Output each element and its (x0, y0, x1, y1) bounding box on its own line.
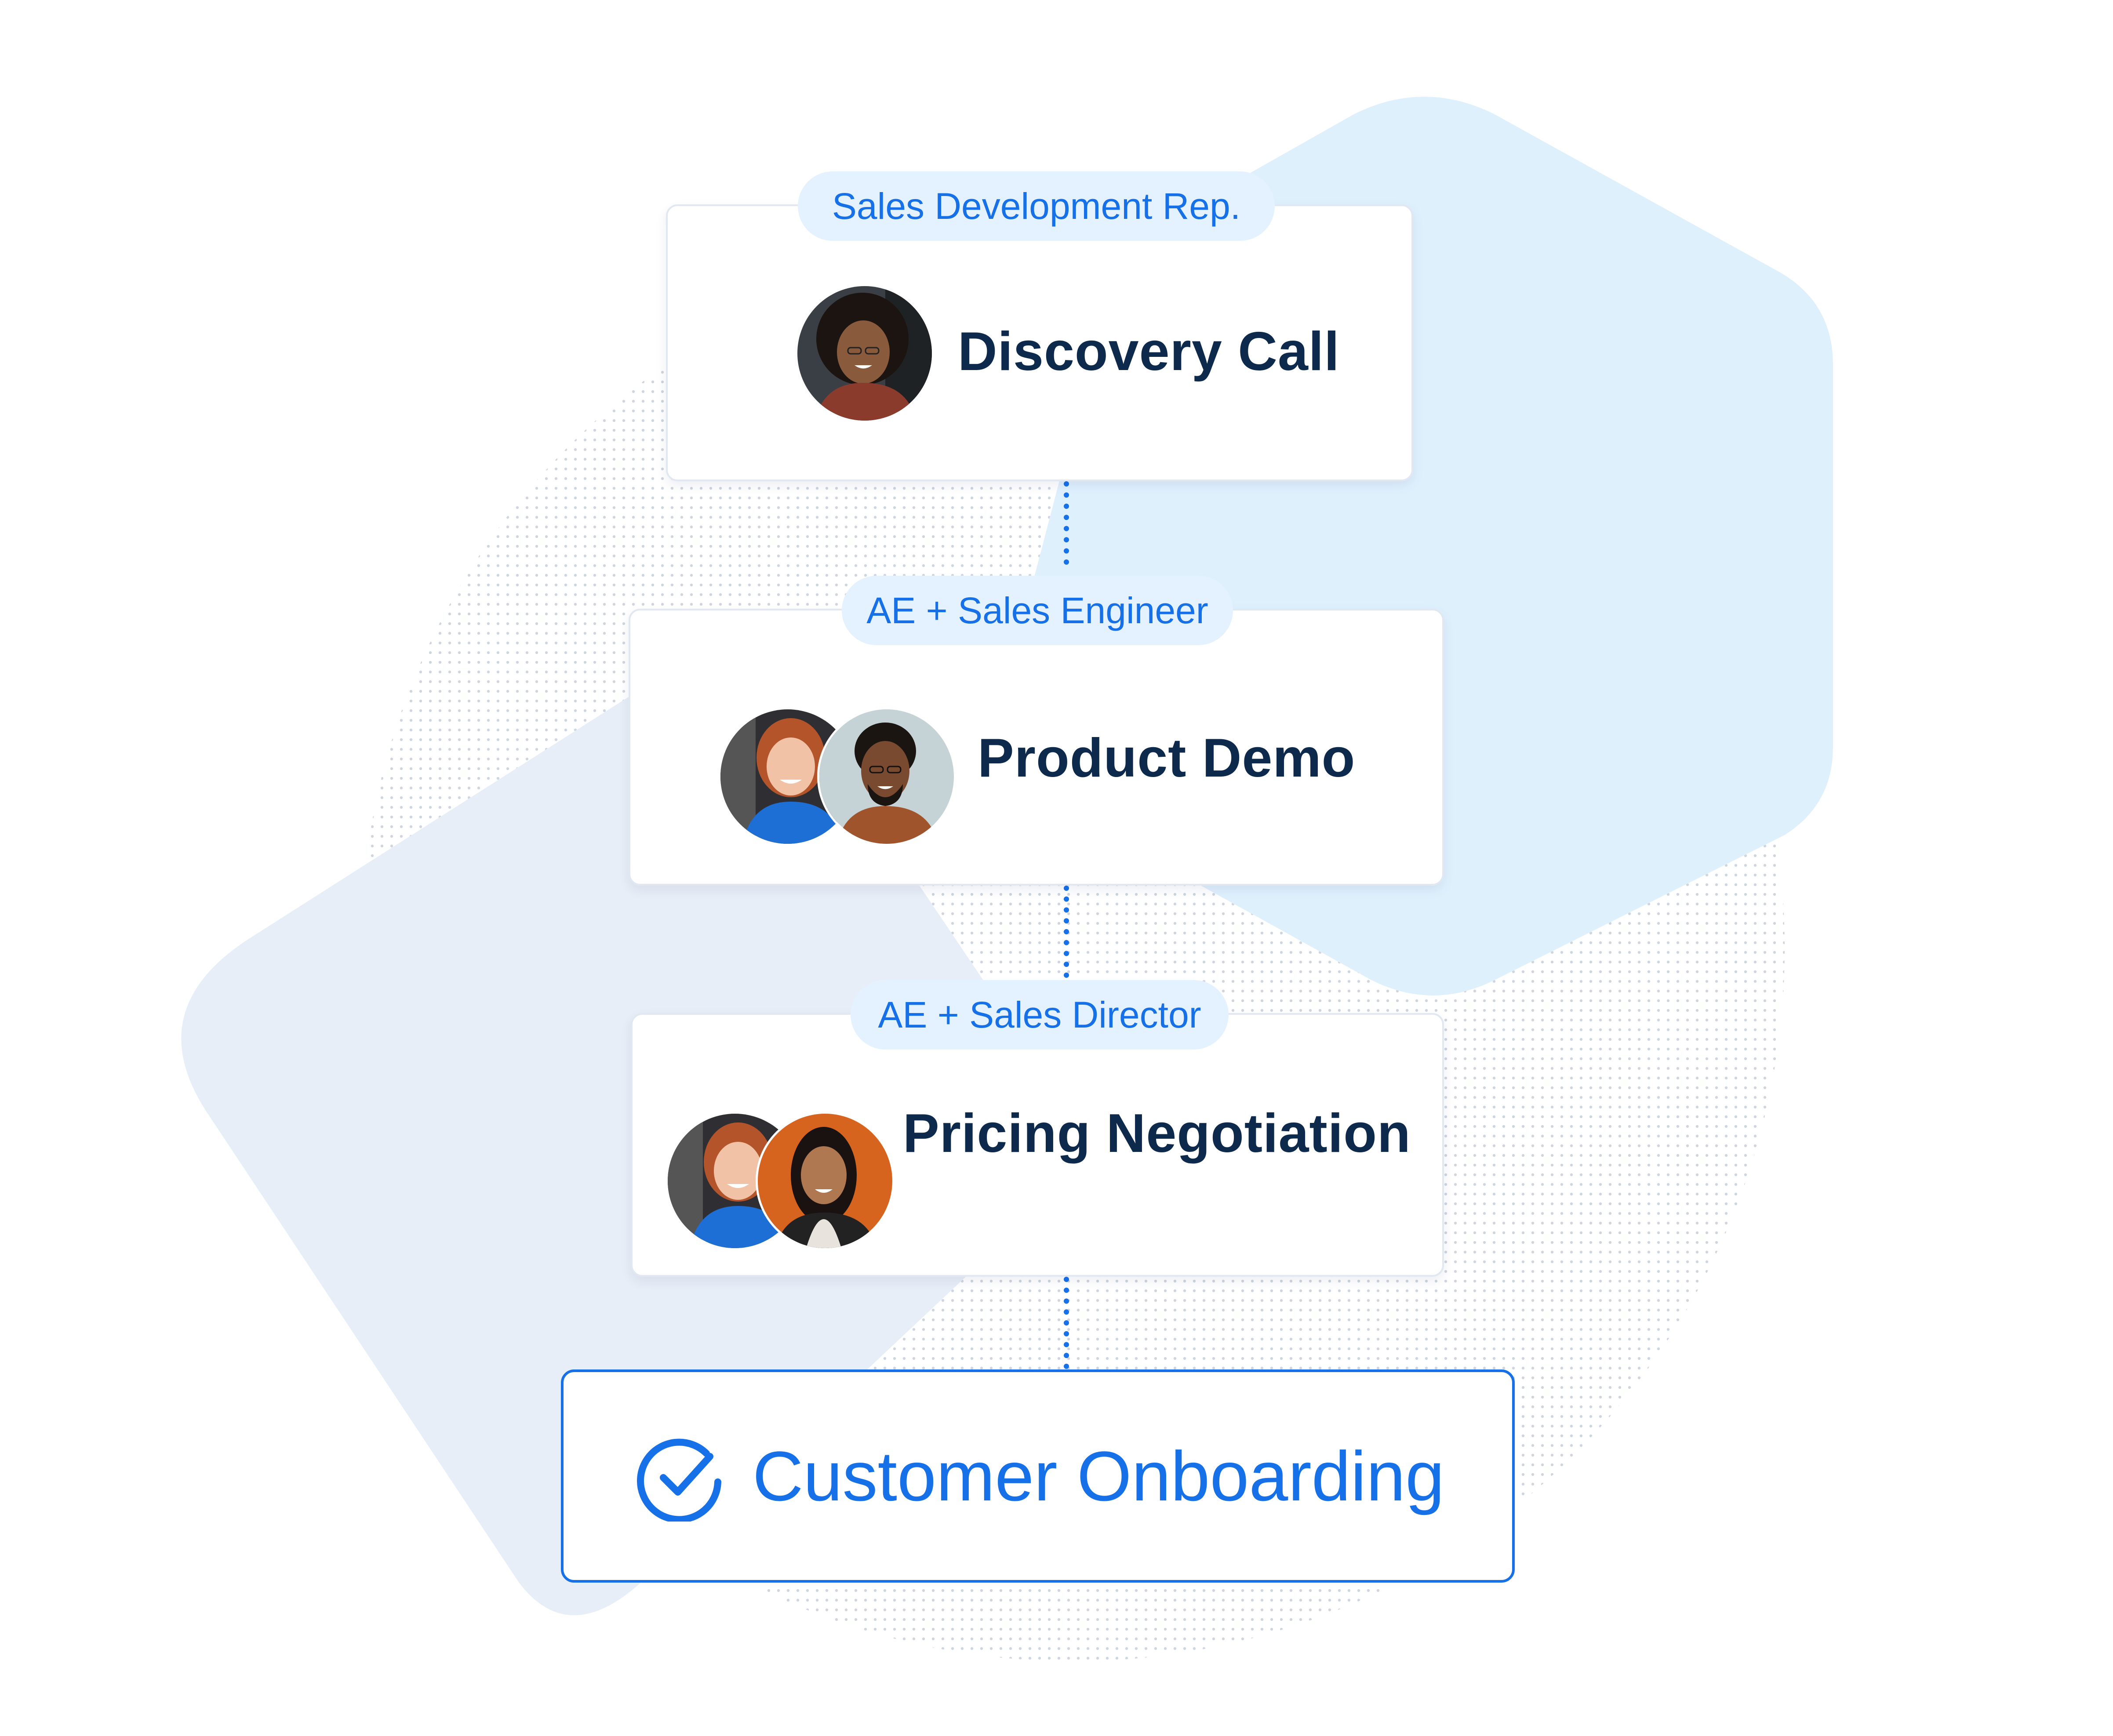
role-pill-ae-sales-director: AE + Sales Director (851, 980, 1229, 1050)
step-card-pricing-negotiation: Pricing Negotiation (631, 1013, 1444, 1277)
connector-1 (1064, 481, 1069, 565)
step-title: Pricing Negotiation (903, 1103, 1411, 1164)
avatar-sdr (797, 286, 932, 421)
connector-3 (1064, 1277, 1069, 1369)
step-title: Discovery Call (958, 321, 1340, 382)
check-circle-icon (637, 1438, 721, 1522)
step-card-discovery-call: Discovery Call (666, 204, 1413, 481)
role-pill-sdr: Sales Development Rep. (798, 171, 1275, 241)
avatar-sales-director (756, 1111, 895, 1250)
step-card-product-demo: Product Demo (629, 609, 1444, 886)
role-pill-ae-sales-engineer: AE + Sales Engineer (842, 576, 1233, 645)
final-step-title: Customer Onboarding (753, 1436, 1445, 1515)
avatar-sales-engineer (817, 707, 956, 846)
connector-2 (1064, 886, 1069, 978)
final-step-customer-onboarding: Customer Onboarding (561, 1369, 1515, 1583)
step-title: Product Demo (978, 728, 1356, 788)
